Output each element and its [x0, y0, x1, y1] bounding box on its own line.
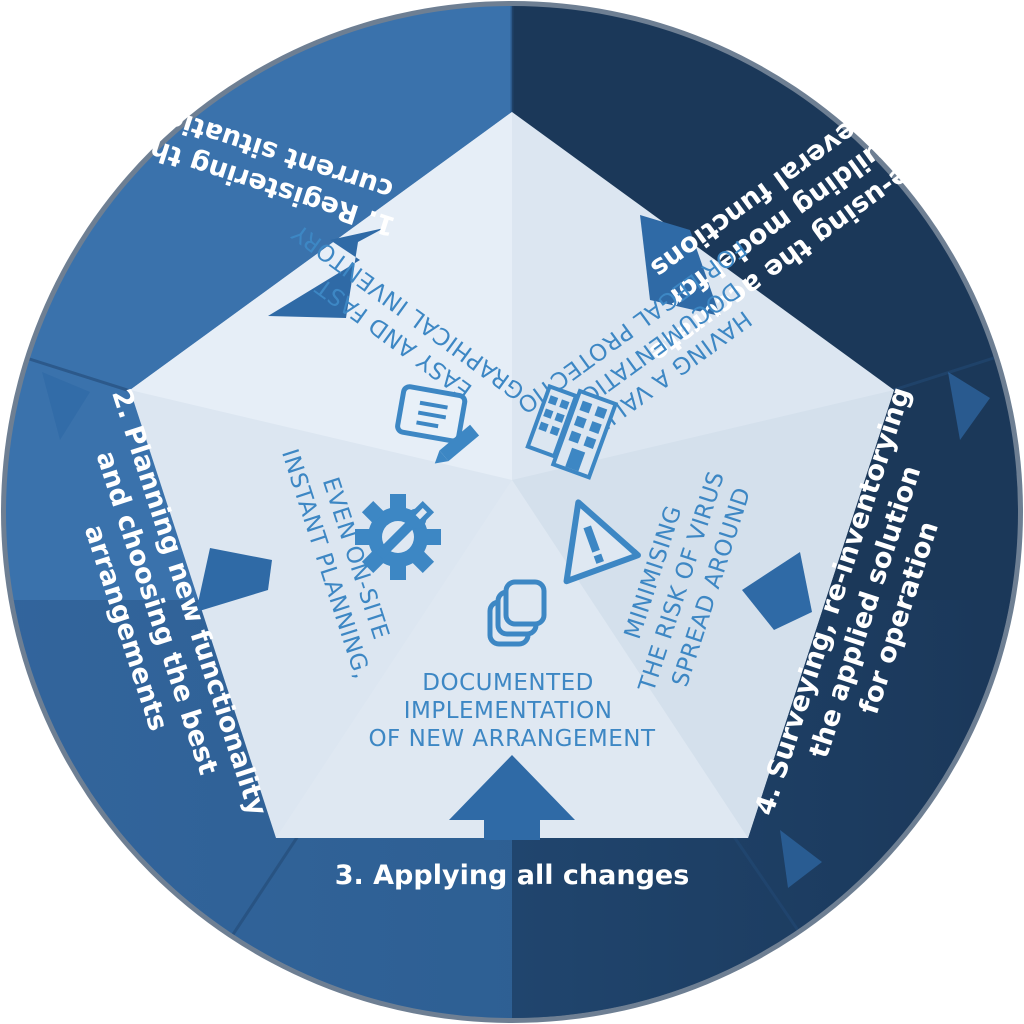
building-plan-icon [525, 383, 619, 480]
benefit-3-label: DOCUMENTED IMPLEMENTATION OF NEW ARRANGE… [368, 670, 656, 752]
arrow-edge-left [42, 372, 90, 440]
arrow-step-4 [742, 552, 812, 630]
pentagon-facet-3 [276, 480, 748, 838]
pentagon-facet-4 [512, 390, 894, 838]
arrow-step-3 [449, 755, 575, 840]
arrow-step-5 [640, 215, 720, 316]
arrow-edge-bottom-right [780, 830, 822, 888]
cycle-arrows [42, 215, 990, 888]
arrow-edge-right [948, 372, 990, 440]
step-3-label: 3. Applying all changes [335, 860, 690, 891]
arrow-step-1 [268, 228, 384, 318]
tablet-pencil-icon [395, 384, 480, 464]
document-stack-icon [487, 579, 547, 647]
arrow-step-2-in [196, 548, 272, 612]
warning-triangle-icon [563, 499, 641, 585]
gear-wrench-icon [355, 494, 441, 580]
